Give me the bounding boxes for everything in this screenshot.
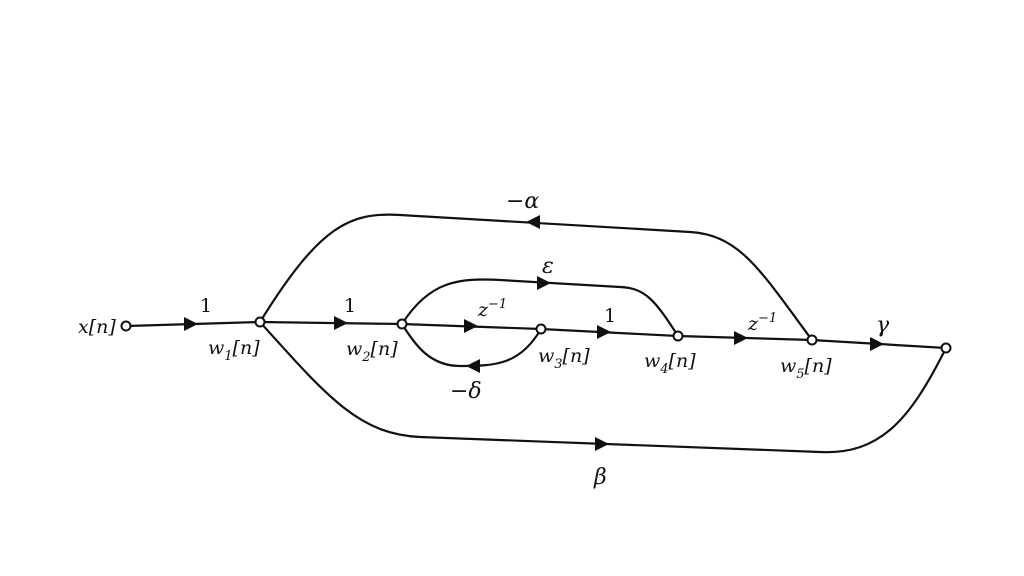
- gain-w5-to-output: γ: [876, 313, 890, 338]
- arrow-w2-to-w3: [464, 319, 478, 333]
- node-label-input: x[n]: [78, 316, 116, 338]
- gain-feedforward-beta: β: [593, 465, 607, 490]
- arrow-w3-to-w4: [597, 325, 611, 339]
- edge-feedback-delta: [400, 322, 543, 368]
- gain-w3-to-w4: 1: [604, 305, 616, 327]
- node-input: [120, 320, 132, 332]
- gain-input-to-w1: 1: [200, 295, 212, 317]
- arrow-input-to-w1: [184, 317, 198, 331]
- arrow-w4-to-w5: [734, 331, 748, 345]
- arrow-forward-epsilon: [537, 276, 551, 290]
- gain-forward-epsilon: ε: [542, 254, 554, 279]
- node-w2: [396, 318, 408, 330]
- gain-feedback-delta: −δ: [450, 379, 482, 404]
- arrow-w5-to-output: [870, 337, 884, 351]
- node-w1: [254, 316, 266, 328]
- node-w3: [535, 323, 547, 335]
- node-label-w3: w3[n]: [538, 345, 590, 372]
- arrow-feedback-alpha: [526, 215, 540, 229]
- node-label-w5: w5[n]: [780, 355, 832, 382]
- gain-w4-to-w5: z−1: [747, 311, 777, 335]
- node-label-w4: w4[n]: [644, 350, 696, 377]
- arrow-feedforward-beta: [595, 437, 609, 451]
- edge-w1-to-w2: [258, 320, 404, 326]
- edge-feedback-alpha: [258, 213, 814, 342]
- gain-w1-to-w2: 1: [344, 295, 356, 317]
- node-output: [940, 342, 952, 354]
- node-w4: [672, 330, 684, 342]
- edge-feedforward-beta: [258, 320, 948, 454]
- gain-feedback-alpha: −α: [506, 189, 539, 214]
- node-label-w1: w1[n]: [208, 337, 260, 364]
- edge-forward-epsilon: [400, 278, 680, 338]
- gain-w2-to-w3: z−1: [477, 297, 507, 321]
- arrow-feedback-delta: [466, 359, 480, 373]
- arrow-w1-to-w2: [334, 316, 348, 330]
- node-w5: [806, 334, 818, 346]
- node-label-w2: w2[n]: [346, 338, 398, 365]
